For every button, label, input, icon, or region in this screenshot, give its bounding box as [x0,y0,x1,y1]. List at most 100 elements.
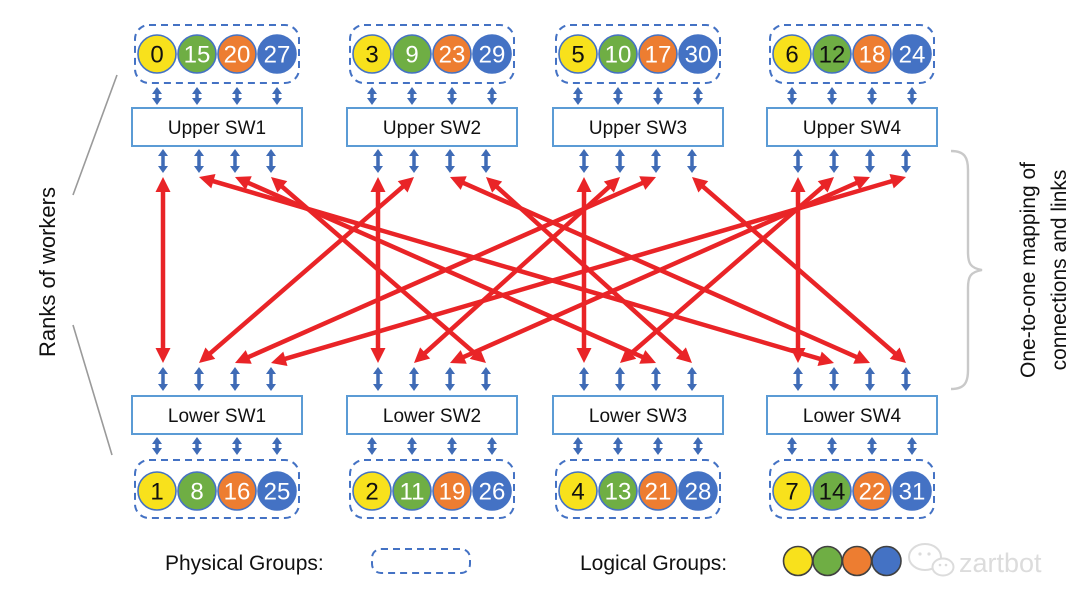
lower-switch-label: Lower SW1 [168,406,266,427]
rank-circle [257,34,297,74]
rank-circle [812,471,852,511]
rank-circle [392,471,432,511]
rank-number: 11 [400,479,425,506]
red-link-arrow [155,177,171,363]
host-link-arrow-upper [407,87,417,105]
lower-switch-box [766,395,938,435]
rank-number: 15 [184,42,211,69]
host-link-arrow-lower [653,437,663,455]
host-link-arrow-upper [907,87,917,105]
port-arrow-upper [194,149,204,173]
port-arrow-upper [373,149,383,173]
host-link-arrow-upper [192,87,202,105]
lower-switch-label: Lower SW3 [589,406,687,427]
rank-circle [678,34,718,74]
legend-logical-label: Logical Groups: [580,552,727,575]
upper-switch-box [131,107,303,147]
host-link-arrow-lower [693,437,703,455]
rank-number: 7 [785,479,798,506]
rank-circle [432,471,472,511]
upper-switch-box [552,107,724,147]
rank-number: 4 [571,479,584,506]
port-arrow-lower [651,367,661,391]
port-arrow-lower [481,367,491,391]
rank-number: 5 [571,42,584,69]
rank-circle [812,34,852,74]
rank-circle [137,34,177,74]
physical-group-outline-lower [555,459,721,519]
port-arrow-lower [615,367,625,391]
rank-number: 28 [685,479,712,506]
ranks-of-workers-label: Ranks of workers [35,187,60,357]
red-link-arrow [692,177,906,363]
rank-number: 17 [645,42,672,69]
port-arrow-upper [865,149,875,173]
port-arrow-lower [373,367,383,391]
port-arrow-upper [579,149,589,173]
legend-logical-circle-orange [841,545,873,577]
host-link-arrow-lower [827,437,837,455]
port-arrow-lower [266,367,276,391]
upper-switch-label: Upper SW3 [589,118,687,139]
host-link-arrow-lower [613,437,623,455]
port-arrow-upper [687,149,697,173]
rank-circle [352,34,392,74]
rank-number: 6 [785,42,798,69]
host-link-arrow-lower [407,437,417,455]
lower-switch-box [131,395,303,435]
host-link-arrow-upper [272,87,282,105]
host-link-arrow-upper [152,87,162,105]
callout-line-upper [72,74,118,196]
brace [950,149,983,391]
physical-group-outline-lower [134,459,300,519]
rank-number: 14 [819,479,846,506]
host-link-arrow-upper [487,87,497,105]
rank-circle [558,471,598,511]
rank-number: 12 [819,42,846,69]
host-link-arrow-lower [787,437,797,455]
rank-circle [472,34,512,74]
rank-number: 30 [685,42,712,69]
host-link-arrow-upper [787,87,797,105]
host-link-arrow-lower [447,437,457,455]
physical-group-outline-upper [349,24,515,84]
port-arrow-upper [158,149,168,173]
rank-number: 20 [224,42,251,69]
rank-number: 23 [439,42,466,69]
host-link-arrow-upper [867,87,877,105]
rank-circle [852,34,892,74]
port-arrow-lower [793,367,803,391]
port-arrow-lower [158,367,168,391]
host-link-arrow-lower [573,437,583,455]
physical-group-outline-upper [555,24,721,84]
rank-circle [892,471,932,511]
upper-switch-label: Upper SW4 [803,118,902,139]
upper-switch-label: Upper SW1 [168,118,266,139]
port-arrow-upper [651,149,661,173]
rank-circle [392,34,432,74]
host-link-arrow-lower [487,437,497,455]
rank-circle [558,34,598,74]
port-arrow-lower [901,367,911,391]
red-link-arrow [235,176,656,364]
rank-circle [638,471,678,511]
rank-number: 8 [190,479,203,506]
legend-logical-circle-green [812,545,843,577]
watermark-zartbot: zartbot [908,543,1042,578]
port-arrow-upper [829,149,839,173]
mapping-label-line2: connections and links [1048,170,1071,371]
rank-circle [472,471,512,511]
rank-circle [638,34,678,74]
rank-circle [177,471,217,511]
legend-logical-circle-blue [871,545,902,577]
rank-number: 2 [365,479,378,506]
physical-group-outline-lower [769,459,935,519]
rank-circle [598,471,638,511]
legend-physical-label: Physical Groups: [165,552,324,575]
port-arrow-upper [445,149,455,173]
legend-logical-circle-yellow [782,545,814,577]
host-link-arrow-upper [693,87,703,105]
rank-number: 27 [264,42,291,69]
port-arrow-lower [409,367,419,391]
wechat-bubbles-icon [908,543,955,577]
